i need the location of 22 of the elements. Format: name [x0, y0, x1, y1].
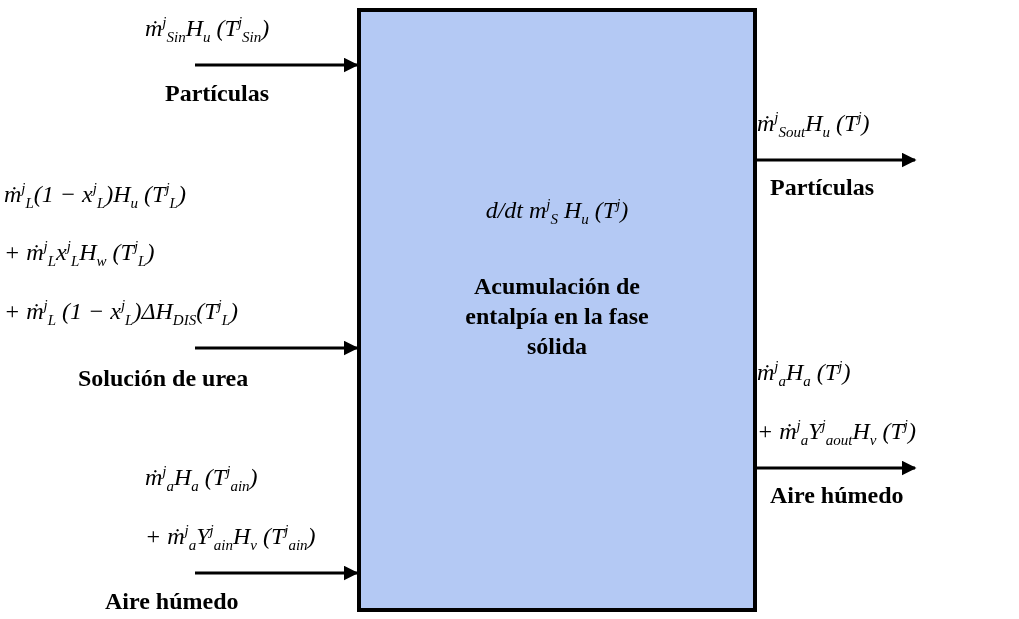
formula: ṁ$^{j}$$_{Sout}$H$_{u}$ (T$^{j}$) [757, 108, 871, 142]
arrow [195, 565, 359, 581]
stream-label: Aire húmedo [770, 482, 904, 509]
formula: ṁ$^{j}$$_{Sin}$H$_{u}$ (T$^{j}$$_{Sin}$) [145, 13, 271, 47]
stream-label: Partículas [165, 80, 269, 107]
process-box [357, 8, 757, 612]
formula: + ṁ$^{j}$$_{a}$Y$^{j}$$_{aout}$H$_{v}$ (T$^{j}$) [757, 416, 917, 450]
box-title: Acumulación de entalpía en la fase sólida [464, 271, 650, 361]
arrow [195, 340, 359, 356]
formula: + ṁ$^{j}$$_{L}$ (1 − x$^{j}$$_{L}$)ΔH$_{DIS}$(T$^{j}$$_{L}$) [4, 296, 239, 330]
arrow [757, 460, 917, 476]
arrow [757, 152, 917, 168]
stream-label: Partículas [770, 174, 874, 201]
formula: ṁ$^{j}$$_{a}$H$_{a}$ (T$^{j}$$_{ain}$) [145, 462, 259, 497]
stream-label: Solución de urea [78, 365, 249, 392]
arrow [195, 57, 359, 73]
formula: ṁ$^{j}$$_{a}$H$_{a}$ (T$^{j}$) [757, 357, 852, 392]
formula: + ṁ$^{j}$$_{a}$Y$^{j}$$_{ain}$H$_{v}$ (T$^{j}$$_{ain}$) [145, 521, 317, 555]
stream-label: Aire húmedo [105, 588, 239, 615]
formula: d/dt m$^{j}$$_{S}$ H$_{u}$ (T$^{j}$) [485, 195, 629, 229]
formula: ṁ$^{j}$$_{L}$(1 − x$^{j}$$_{L}$)H$_{u}$ (T$^{j}$$_{L}$) [4, 178, 187, 213]
formula: + ṁ$^{j}$$_{L}$x$^{j}$$_{L}$H$_{w}$ (T$^{j}$$_{L}$) [4, 237, 156, 272]
